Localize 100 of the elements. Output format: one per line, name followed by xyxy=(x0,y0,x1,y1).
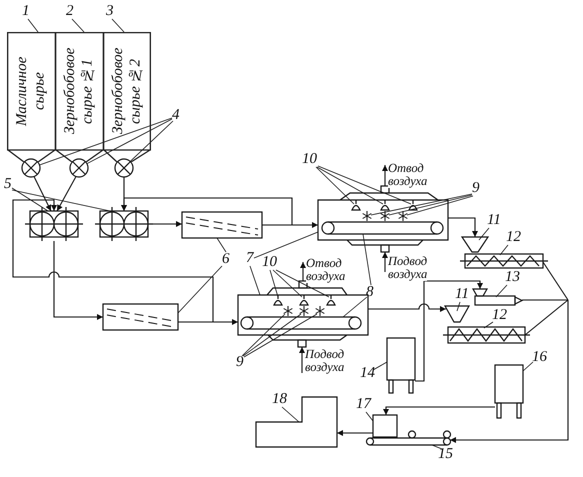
callout-number: 6 xyxy=(222,252,230,267)
callout-number: 5 xyxy=(4,177,12,192)
leader-line xyxy=(484,322,494,328)
leader-line xyxy=(242,314,302,356)
leader-line xyxy=(216,238,226,252)
leader-line xyxy=(272,270,302,298)
flow-arrow xyxy=(382,252,388,272)
leader-line xyxy=(316,166,354,204)
screw-conveyor xyxy=(443,326,530,344)
callout-number: 13 xyxy=(505,270,520,285)
spray-star xyxy=(398,210,408,222)
spray-star xyxy=(299,306,309,316)
callout-number: 12 xyxy=(506,230,521,245)
screw-conveyor xyxy=(460,253,548,269)
air-label: Подвод воздуха xyxy=(388,255,428,282)
flow-line xyxy=(542,262,568,300)
flow-arrow xyxy=(121,197,293,226)
flow-arrow xyxy=(382,165,388,186)
flow-arrow xyxy=(34,176,52,212)
leader-line xyxy=(522,362,534,372)
flow-arrow xyxy=(368,304,446,312)
rotary-feeder xyxy=(69,158,89,178)
roller-mill xyxy=(25,207,83,241)
conveyor-belt xyxy=(321,221,444,235)
leader-line xyxy=(12,188,48,212)
leader-line xyxy=(276,270,330,298)
air-label: Отвод воздуха xyxy=(388,162,428,188)
conveyor-belt xyxy=(240,316,362,330)
leader-line xyxy=(496,284,508,298)
callout-number: 17 xyxy=(356,397,371,412)
leader-line xyxy=(406,196,474,216)
flow-arrow xyxy=(53,241,103,320)
leader-line xyxy=(500,244,508,256)
leader-line xyxy=(270,270,278,298)
spray-star xyxy=(315,306,325,316)
leader-line xyxy=(39,118,172,166)
dosing-unit xyxy=(472,288,524,306)
dispenser-unit xyxy=(372,414,398,438)
nozzle xyxy=(299,295,309,306)
belt-conveyor xyxy=(366,430,452,446)
rotary-feeder xyxy=(21,158,41,178)
storage-bin xyxy=(103,32,151,162)
callout-number: 7 xyxy=(246,251,254,266)
flow-arrow xyxy=(383,406,495,415)
leader-line xyxy=(388,194,472,216)
leader-line xyxy=(456,302,460,312)
callout-number: 16 xyxy=(532,350,547,365)
callout-number: 15 xyxy=(438,447,453,462)
flow-arrow xyxy=(56,176,76,212)
bin-label: Масличное сырье xyxy=(14,55,48,128)
bin-label: Зернобобовое сырье №2 xyxy=(110,46,144,136)
leader-line xyxy=(372,362,388,370)
funnel-hopper xyxy=(460,236,490,253)
leader-line xyxy=(254,232,318,258)
leader-line xyxy=(362,234,372,286)
nozzle xyxy=(273,295,283,306)
flow-line xyxy=(524,300,568,336)
flow-arrow xyxy=(337,430,373,436)
callout-number: 9 xyxy=(472,181,480,196)
flow-arrow xyxy=(448,217,478,237)
tank xyxy=(494,364,524,419)
leader-line xyxy=(316,166,384,204)
leader-line xyxy=(342,296,368,318)
callout-number: 9 xyxy=(236,355,244,370)
nozzle xyxy=(408,200,418,211)
leader-line xyxy=(12,190,110,212)
callout-number: 1 xyxy=(22,4,30,19)
flow-arrow xyxy=(153,221,182,227)
leader-line xyxy=(478,228,490,240)
leader-line xyxy=(432,444,442,450)
air-label: Подвод воздуха xyxy=(305,348,344,374)
air-label: Отвод воздуха xyxy=(306,257,346,284)
nozzle xyxy=(380,200,390,211)
spray-star xyxy=(362,210,372,222)
leader-line xyxy=(86,118,172,164)
storage-bin xyxy=(7,32,56,162)
rotary-feeder xyxy=(114,158,134,178)
callout-number: 10 xyxy=(302,152,317,167)
callout-number: 14 xyxy=(360,366,375,381)
storage-bin xyxy=(55,32,104,162)
callout-number: 3 xyxy=(106,4,114,19)
leader-line xyxy=(112,18,124,32)
leader-line xyxy=(130,120,174,162)
leader-line xyxy=(282,406,300,422)
callout-number: 4 xyxy=(172,108,180,123)
callout-number: 18 xyxy=(272,392,287,407)
leader-line xyxy=(370,194,472,216)
tube-unit xyxy=(102,303,179,331)
leader-line xyxy=(366,412,374,422)
spray-star xyxy=(283,306,293,316)
nozzle xyxy=(326,295,336,306)
leader-line xyxy=(178,266,222,314)
callout-number: 11 xyxy=(487,213,501,228)
funnel-hopper xyxy=(444,305,470,323)
callout-number: 12 xyxy=(492,308,507,323)
flow-arrow xyxy=(415,280,483,382)
callout-number: 2 xyxy=(66,4,74,19)
callout-number: 8 xyxy=(366,285,374,300)
nozzle xyxy=(351,200,361,211)
flow-arrow xyxy=(300,262,306,281)
